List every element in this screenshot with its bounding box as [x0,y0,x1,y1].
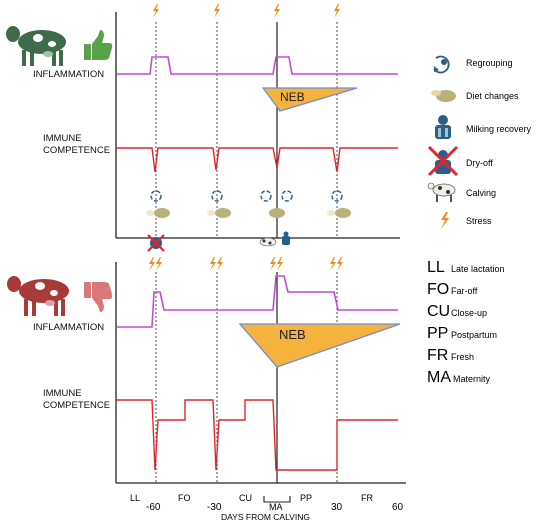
x-tick: -60 [146,502,161,513]
abbr-ma-name: Maternity [453,374,491,384]
bottom-neb-triangle [238,323,401,368]
diet-changes-icon [146,208,170,218]
bottom-immune-curve [116,399,398,471]
period-label-fo: FO [178,493,191,503]
period-label-ll: LL [130,493,140,503]
stress-icon [441,212,449,229]
abbr-ll-name: Late lactation [451,264,505,274]
stress-icon [153,4,159,18]
top-panel: NEB INFLAMMATION IMMUNE COMPETENCE [6,4,400,252]
thumbs-down-icon [84,282,113,312]
top-neb-triangle [261,87,358,112]
top-inflammation-curve [116,56,398,75]
abbreviation-key: LL Late lactation FO Far-off CU Close-up… [427,259,505,386]
sick-cow-icon [7,276,69,316]
abbr-fr: FR [427,347,448,364]
abbr-fr-name: Fresh [451,352,474,362]
regrouping-icon [433,55,450,74]
abbr-pp: PP [427,325,448,342]
milking-recovery-icon [282,231,290,245]
abbr-cu: CU [427,303,450,320]
stress-icon [214,4,220,18]
bottom-neb-label: NEB [279,327,306,342]
healthy-cow-icon [6,26,66,66]
regrouping-icon [150,190,162,202]
stress-icon [274,4,280,18]
bottom-immune-label-line1: IMMUNE [43,388,82,399]
legend-label-dry-off: Dry-off [466,158,493,168]
maternity-bracket [263,496,291,503]
period-label-cu: CU [239,493,252,503]
period-label-pp: PP [300,493,312,503]
diet-changes-icon [431,90,456,102]
regrouping-icon [281,190,293,202]
milking-recovery-icon [435,115,451,139]
stress-icon [149,257,162,271]
x-tick: -30 [207,502,222,513]
legend-label-diet-changes: Diet changes [466,91,519,101]
legend: Regrouping Diet changes Milking recovery… [427,55,532,229]
regrouping-icon [260,190,272,202]
stress-icon [330,257,343,271]
top-inflammation-label: INFLAMMATION [33,69,104,80]
abbr-fo: FO [427,281,449,298]
dry-off-icon [147,234,165,252]
stress-icon [334,4,340,18]
stress-icon [270,257,283,271]
abbr-ll: LL [427,259,445,276]
legend-label-regrouping: Regrouping [466,58,513,68]
diet-changes-icon [269,208,285,218]
stress-icon [210,257,223,271]
top-immune-label-line2: COMPETENCE [43,145,110,156]
calving-icon [427,182,456,202]
abbr-fo-name: Far-off [451,286,478,296]
x-tick: 30 [331,502,343,513]
dry-off-icon [427,145,459,177]
bottom-panel: NEB INFLAMMATION IMMUNE COMPETENCE -60 -… [7,257,406,522]
thumbs-up-icon [84,30,113,60]
x-tick: 60 [392,502,404,513]
legend-label-stress: Stress [466,216,492,226]
abbr-cu-name: Close-up [451,308,487,318]
regrouping-icon [211,190,223,202]
bottom-immune-label-line2: COMPETENCE [43,400,110,411]
bottom-inflammation-label: INFLAMMATION [33,322,104,333]
diet-changes-icon [207,208,231,218]
diet-changes-icon [327,208,351,218]
legend-label-calving: Calving [466,188,496,198]
abbr-pp-name: Postpartum [451,330,497,340]
calving-icon [259,237,277,247]
top-immune-label-line1: IMMUNE [43,133,82,144]
regrouping-icon [331,190,343,202]
legend-label-milking-recovery: Milking recovery [466,124,532,134]
period-label-fr: FR [361,493,373,503]
top-neb-label: NEB [280,90,305,104]
period-label-ma: MA [269,502,283,512]
top-immune-curve [116,147,398,173]
bottom-inflammation-curve [116,275,398,328]
x-axis-title: DAYS FROM CALVING [221,512,310,522]
abbr-ma: MA [427,369,451,386]
